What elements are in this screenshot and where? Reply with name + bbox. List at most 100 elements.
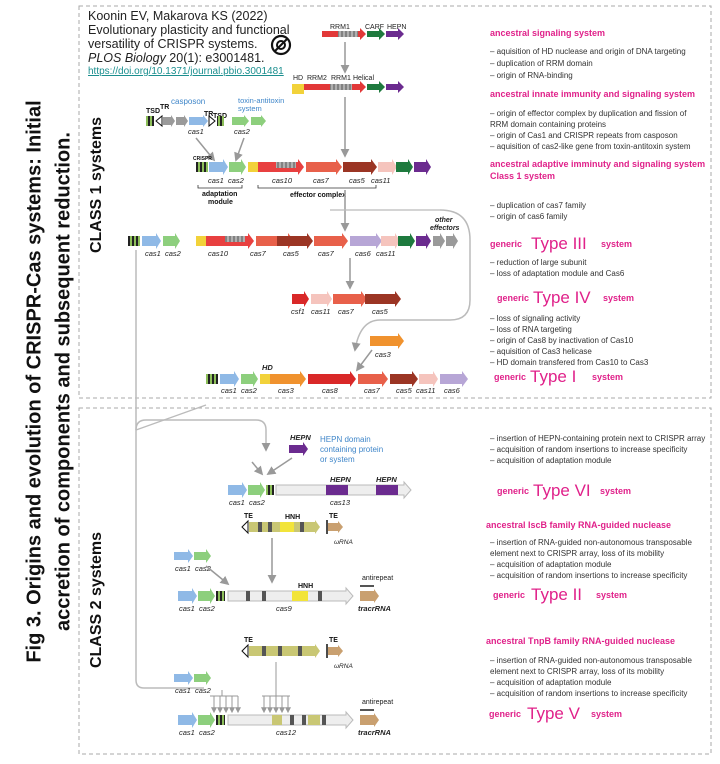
hepn-top-label: HEPN <box>387 24 406 31</box>
class2-box <box>78 407 712 755</box>
arrow-hepn <box>266 457 293 475</box>
gene-tracr-t2 <box>360 589 379 603</box>
casposon-cas1 <box>189 115 208 127</box>
label-cas2-free2: cas2 <box>195 686 212 695</box>
sec4-item-2: – loss of adaptation module and Cas6 <box>490 269 625 278</box>
te-left-end <box>241 519 249 535</box>
label-cas5-t1: cas5 <box>396 386 413 395</box>
rrm-repeats-2 <box>330 84 352 90</box>
gene-cas2-free1 <box>194 549 211 563</box>
gene-cas2-t6 <box>248 482 265 498</box>
row-cas12-free-2: cas1 cas2 <box>174 671 212 695</box>
sec5-item-3: – origin of Cas8 by inactivation of Cas1… <box>490 336 634 345</box>
cas12-motif-3 <box>322 715 326 725</box>
label-cas1-t5: cas1 <box>179 728 195 737</box>
gene-cas8-t1 <box>308 371 356 387</box>
citation-doi-link[interactable]: https://doi.org/10.1371/journal.pbio.300… <box>88 66 284 77</box>
gene-hepn-insert <box>289 442 308 456</box>
adaptation-bracket <box>197 185 243 189</box>
te-label-3: TE <box>244 637 253 644</box>
row-cas12-free-1: cas1 cas2 <box>174 549 212 573</box>
hepn-note-3: or system <box>320 455 355 464</box>
gene-cas1-free1 <box>174 549 193 563</box>
gene-cas3-t1 <box>270 371 306 387</box>
domain-hd-r3 <box>248 162 258 172</box>
sec8-item-4: – acquisition of random insertions to in… <box>490 689 687 698</box>
gene-csf1-t4 <box>292 291 309 307</box>
row-ancestral-signaling: RRM1 CARF HEPN <box>322 24 406 40</box>
label-cas2-t3: cas2 <box>165 249 182 258</box>
sec8-item-3: – acquisition of adaptation module <box>490 678 612 687</box>
gene-cas11-r3 <box>378 159 397 175</box>
sec8-item-1: – insertion of RNA-guided non-autonomous… <box>490 656 692 665</box>
label-cas9: cas9 <box>276 604 293 613</box>
cas12-motif-1 <box>290 715 294 725</box>
label-cas7-t3b: cas7 <box>318 249 335 258</box>
effector-complex-label: effector complex <box>290 192 346 199</box>
te-label-4: TE <box>329 637 338 644</box>
toxin-label-2: system <box>238 104 262 113</box>
label-cas7-t4: cas7 <box>338 307 355 316</box>
casposon-cas1-label: cas1 <box>188 127 204 136</box>
gene-cas1-t3 <box>142 233 161 249</box>
sec7-item-2: element next to CRISPR array, loss of it… <box>490 549 664 558</box>
label-cas1-free1: cas1 <box>175 564 191 573</box>
gene-cas11-t3 <box>381 233 400 249</box>
gene-cas1-free2 <box>174 671 193 685</box>
type4-generic: generic <box>497 293 529 303</box>
type6-name: Type VI <box>533 481 591 500</box>
label-cas6-t1: cas6 <box>444 386 461 395</box>
effector-bracket <box>257 185 377 189</box>
class1-label: CLASS 1 systems <box>88 117 105 253</box>
casposon-gene-a <box>163 115 175 127</box>
gene-cas7-t1 <box>358 371 388 387</box>
hnh-label-te: HNH <box>285 514 300 521</box>
connector-from-type1 <box>135 404 207 431</box>
tr-triangle-2 <box>208 114 216 128</box>
type1-system: system <box>592 372 623 382</box>
gene-carf-t3 <box>398 233 415 249</box>
gene-hepn <box>386 28 404 40</box>
gene-cas2-t3 <box>163 233 180 249</box>
label-cas1-t3: cas1 <box>145 249 161 258</box>
gene-cas1-t2 <box>178 588 197 604</box>
type6-generic: generic <box>497 486 529 496</box>
sec1-title: ancestral signaling system <box>490 28 605 38</box>
tnpb-motif-3 <box>298 646 302 656</box>
cas9-hnh-domain <box>292 591 308 601</box>
crispr-array-t2 <box>216 591 225 601</box>
gene-cas7-t4 <box>333 291 367 307</box>
label-cas1-t1: cas1 <box>221 386 237 395</box>
sec3-title-2: Class 1 system <box>490 171 555 181</box>
crispr-array-1 <box>196 162 208 172</box>
antirepeat-label-t2: antirepeat <box>362 575 393 582</box>
type2-heading: generic Type II system <box>493 585 627 604</box>
casposon-label: casposon <box>171 97 205 106</box>
label-tracr-t2: tracrRNA <box>358 604 391 613</box>
iscb-hnh-domain <box>280 522 294 532</box>
sec8-title: ancestral TnpB family RNA-guided nucleas… <box>486 636 675 646</box>
class2-label: CLASS 2 systems <box>88 532 105 668</box>
label-cas13: cas13 <box>330 498 351 507</box>
gene-hepn-2 <box>386 81 404 93</box>
label-cas11-t3: cas11 <box>376 249 395 258</box>
sec2-item-2: RRM domain containing proteins <box>490 120 606 129</box>
citation-title-1: Evolutionary plasticity and functional <box>88 23 290 37</box>
label-cas1-t2: cas1 <box>179 604 195 613</box>
gene-tnpb <box>249 644 320 658</box>
fig-caption-line1: Fig 3. Origins and evolution of CRISPR-C… <box>23 100 46 663</box>
rrm1-label: RRM1 <box>330 24 350 31</box>
gene-cas7-t3b <box>314 233 348 249</box>
gene-cas2-t1 <box>241 371 258 387</box>
sec7-title: ancestral IscB family RNA-guided nucleas… <box>486 520 671 530</box>
type2-generic: generic <box>493 590 525 600</box>
type5-system: system <box>591 709 622 719</box>
gene-carf <box>367 28 385 40</box>
label-cas5-r3: cas5 <box>349 176 366 185</box>
tnpb-motif-1 <box>262 646 266 656</box>
row-type1: HD cas1 cas2 cas3 cas8 cas7 cas5 cas11 c… <box>206 363 468 395</box>
label-cas2-r3: cas2 <box>228 176 245 185</box>
label-cas7-r3: cas7 <box>313 176 330 185</box>
label-cas2-t2: cas2 <box>199 604 216 613</box>
